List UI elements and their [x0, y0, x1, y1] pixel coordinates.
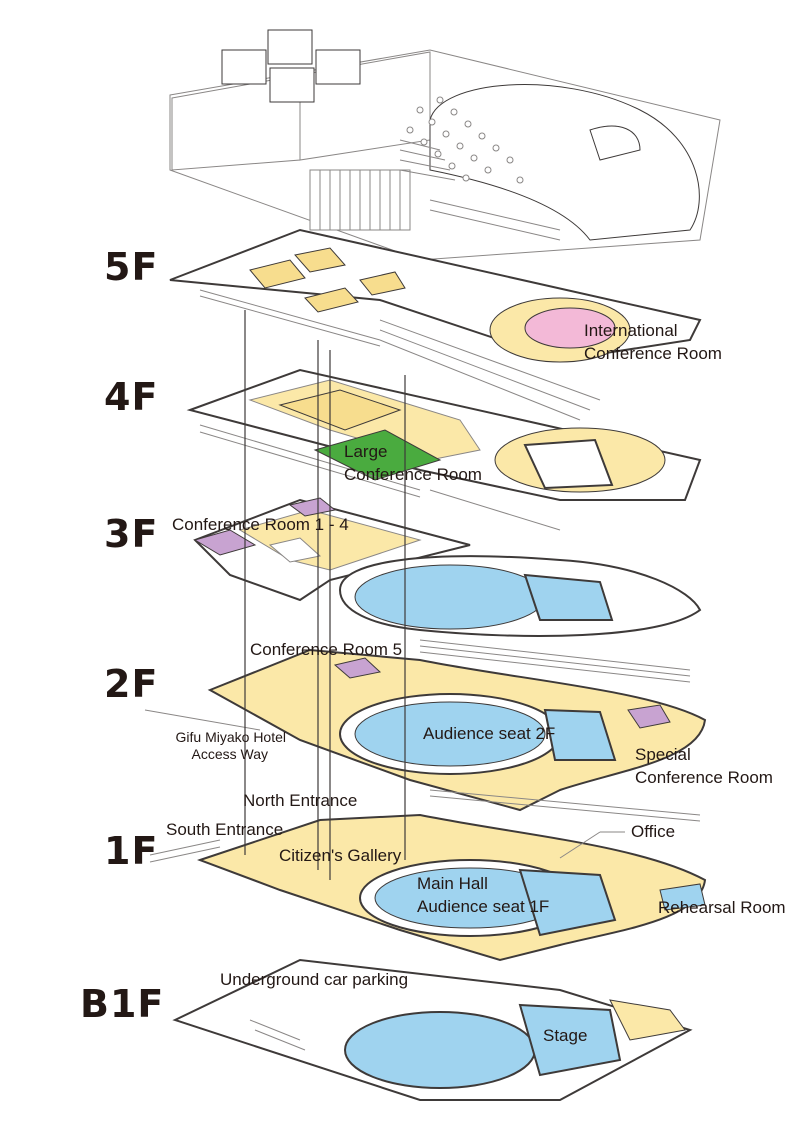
label-rehearsal-room: Rehearsal Room: [658, 898, 786, 917]
label-large-line2: Conference Room: [344, 465, 482, 484]
label-stage: Stage: [543, 1026, 588, 1045]
label-conference-5: Conference Room 5: [250, 640, 403, 659]
floor-label-3f: 3F: [104, 512, 159, 556]
label-audience-2f: Audience seat 2F: [423, 724, 556, 743]
floor-1f-plan: [149, 813, 707, 962]
label-north-entrance: North Entrance: [243, 791, 358, 810]
floor-5f-plan: [169, 228, 702, 421]
label-hotel-line2: Access Way: [191, 746, 269, 762]
floor-3f-plan: [193, 497, 702, 683]
label-hotel-line1: Gifu Miyako Hotel: [175, 729, 286, 745]
label-special-line1: Special: [635, 745, 691, 764]
label-citizens-gallery: Citizen's Gallery: [279, 846, 402, 865]
label-conference-1-4: Conference Room 1 - 4: [172, 515, 349, 534]
label-international-line2: Conference Room: [584, 344, 722, 363]
label-office: Office: [631, 822, 676, 841]
vertical-shaft-lines: [244, 310, 406, 880]
label-underground-parking: Underground car parking: [220, 970, 409, 989]
label-main-hall-line1: Main Hall: [417, 874, 488, 893]
label-large-line1: Large: [344, 442, 388, 461]
floor-2f-plan: [144, 648, 707, 822]
label-main-hall-line2: Audience seat 1F: [417, 897, 550, 916]
floor-label-1f: 1F: [104, 829, 159, 873]
floor-label-2f: 2F: [104, 662, 159, 706]
floor-label-4f: 4F: [104, 375, 159, 419]
floor-label-5f: 5F: [104, 245, 159, 289]
floor-4f-plan: [186, 368, 702, 531]
label-special-line2: Conference Room: [635, 768, 773, 787]
floor-b1f-plan: [172, 958, 693, 1101]
label-south-entrance: South Entrance: [166, 820, 284, 839]
building-exterior: [169, 29, 721, 261]
label-international-line1: International: [584, 321, 678, 340]
floor-label-b1f: B1F: [80, 982, 165, 1026]
